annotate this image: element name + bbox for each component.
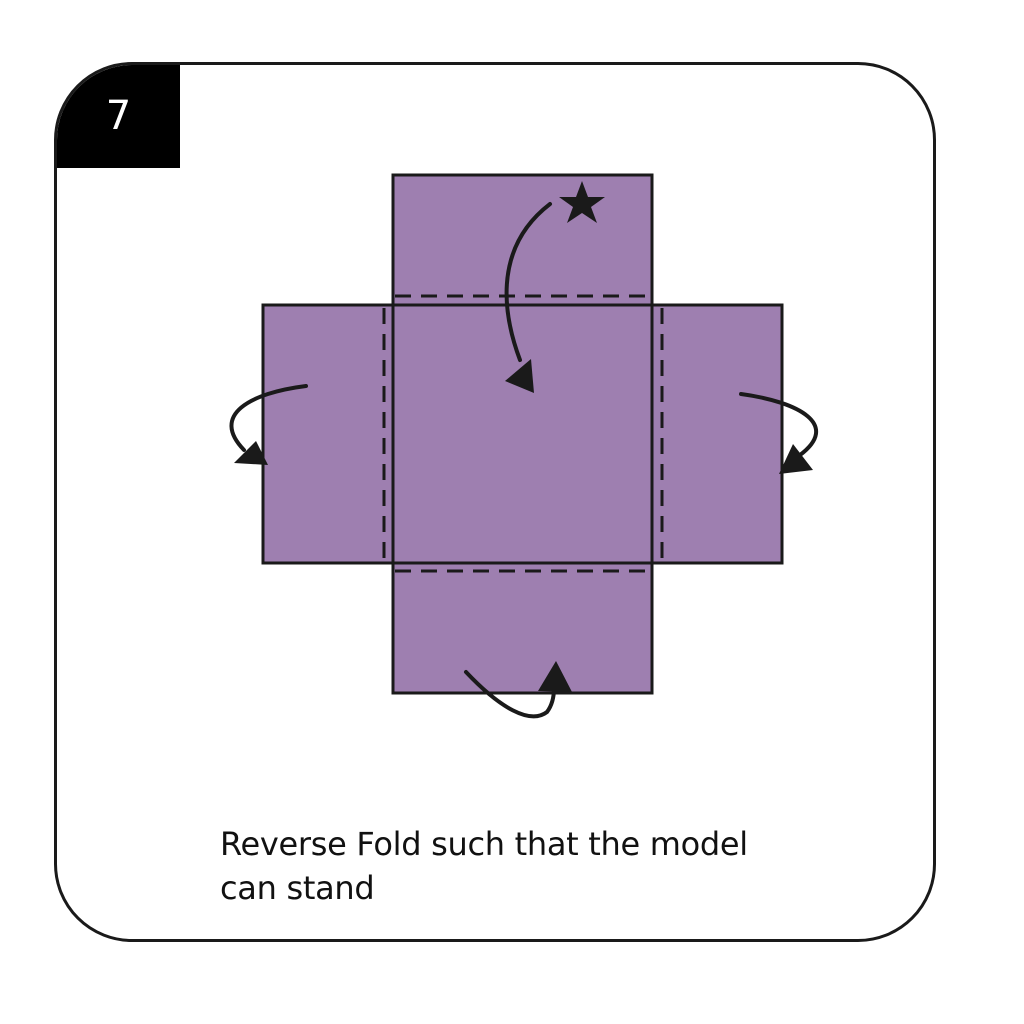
left-arrow-head xyxy=(234,441,268,465)
right-flap xyxy=(650,303,784,565)
star-icon xyxy=(559,181,605,223)
top-arrow-head xyxy=(505,359,534,393)
top-flap xyxy=(391,173,654,307)
caption-line-2: can stand xyxy=(220,869,375,907)
top-curved-arrow-icon xyxy=(504,202,552,362)
right-arrow-head xyxy=(779,444,813,474)
fold-lines xyxy=(382,294,664,573)
paper-panels xyxy=(261,173,784,695)
bottom-curved-arrow-icon xyxy=(464,670,556,719)
caption-line-1: Reverse Fold such that the model xyxy=(220,825,748,863)
instruction-caption: Reverse Fold such that the model can sta… xyxy=(220,822,840,910)
right-curved-arrow-icon xyxy=(739,392,818,457)
step-number-badge: 7 xyxy=(57,65,180,168)
arrow-heads xyxy=(234,359,813,692)
center-square xyxy=(391,303,654,565)
fold-arrows xyxy=(229,202,818,719)
left-curved-arrow-icon xyxy=(229,384,308,452)
bottom-arrow-head xyxy=(538,661,572,692)
bottom-flap xyxy=(391,561,654,695)
left-flap xyxy=(261,303,395,565)
